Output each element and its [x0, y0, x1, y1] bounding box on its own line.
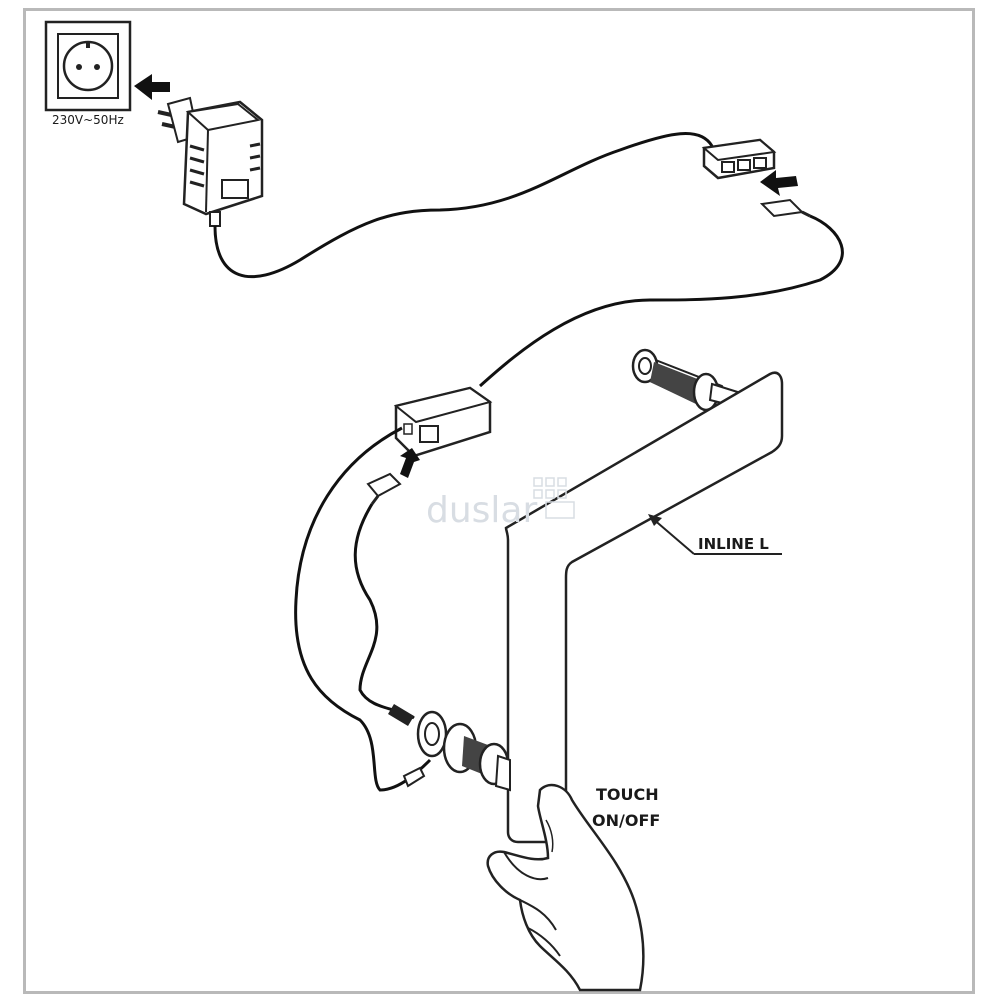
- power-cable: [213, 132, 714, 279]
- watermark-grid-icon: [533, 477, 575, 519]
- arrow-icon: [760, 170, 798, 196]
- arrow-icon: [400, 448, 420, 478]
- sensor-cable-1: [294, 426, 432, 792]
- product-leader: [648, 514, 782, 555]
- connector-icon: [366, 472, 402, 505]
- hand-icon: [486, 783, 645, 992]
- touch-label-line1: TOUCH: [596, 785, 659, 804]
- diagram-frame: [23, 8, 975, 994]
- watermark: duslar: [426, 490, 537, 531]
- touch-label-line2: ON/OFF: [592, 811, 660, 830]
- sensor-mount-icon: [388, 704, 511, 792]
- rail-mount-icon: [631, 348, 746, 412]
- sensor-cable-2: [353, 503, 415, 720]
- splitter-hub-icon: [701, 138, 777, 180]
- signal-cable: [478, 214, 844, 388]
- voltage-label: 230V~50Hz: [52, 113, 124, 127]
- power-outlet-icon: [44, 20, 132, 112]
- splitter-hub-icon: [393, 386, 493, 458]
- product-label: INLINE L: [698, 535, 769, 553]
- plug-adapter-icon: [157, 96, 264, 227]
- towel-rail-icon: [504, 371, 784, 844]
- connector-icon: [759, 198, 811, 218]
- arrow-icon: [134, 74, 170, 100]
